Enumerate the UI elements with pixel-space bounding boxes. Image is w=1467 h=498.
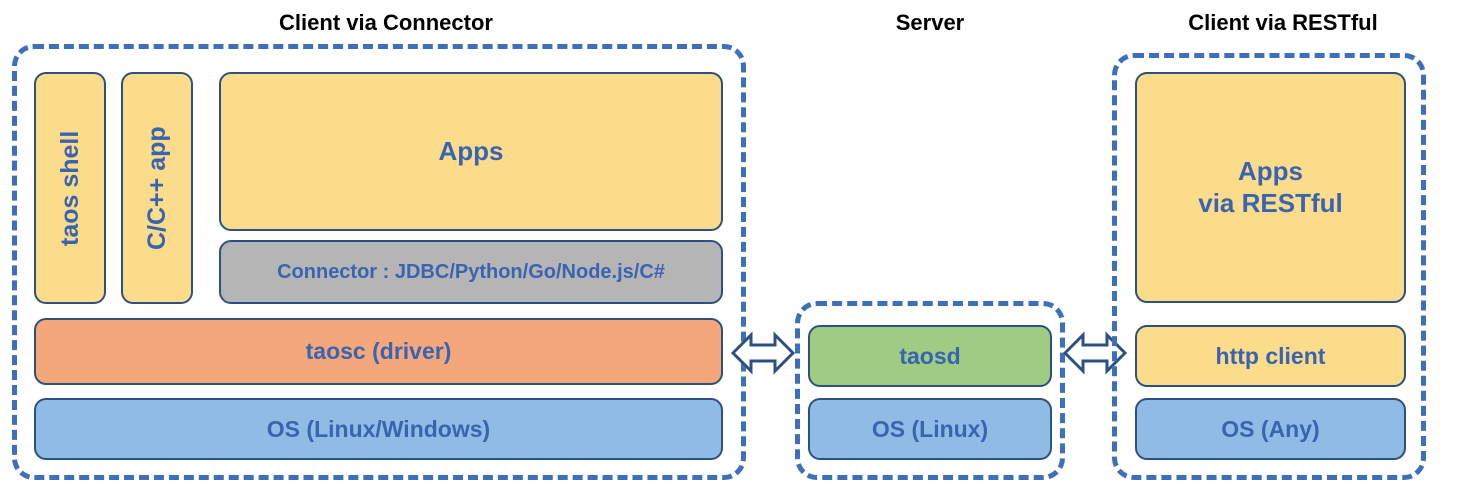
box-apps-via-restful-line1: Apps xyxy=(1238,155,1303,186)
box-os-linux[interactable]: OS (Linux) xyxy=(808,398,1052,460)
box-c-cpp-app[interactable]: C/C++ app xyxy=(121,72,193,304)
box-os-linux-windows[interactable]: OS (Linux/Windows) xyxy=(34,398,723,460)
group-server xyxy=(795,301,1065,480)
box-taos-shell[interactable]: taos shell xyxy=(34,72,106,304)
double-headed-arrow-icon-client-to-server xyxy=(731,327,795,379)
group-client-via-restful xyxy=(1112,53,1426,480)
section-title-client-connector: Client via Connector xyxy=(279,10,493,35)
box-http-client[interactable]: http client xyxy=(1135,325,1406,387)
box-connector[interactable]: Connector : JDBC/Python/Go/Node.js/C# xyxy=(219,240,723,304)
section-title-client-restful: Client via RESTful xyxy=(1188,10,1378,35)
box-os-any[interactable]: OS (Any) xyxy=(1135,398,1406,460)
box-apps[interactable]: Apps xyxy=(219,72,723,231)
box-taosc-driver[interactable]: taosc (driver) xyxy=(34,318,723,385)
group-client-via-connector xyxy=(12,44,746,480)
double-headed-arrow-icon-server-to-restful xyxy=(1063,327,1127,379)
box-apps-via-restful[interactable]: Apps via RESTful xyxy=(1135,72,1406,303)
box-apps-via-restful-line2: via RESTful xyxy=(1198,187,1343,218)
box-taosd[interactable]: taosd xyxy=(808,325,1052,387)
section-title-server: Server xyxy=(895,10,965,35)
